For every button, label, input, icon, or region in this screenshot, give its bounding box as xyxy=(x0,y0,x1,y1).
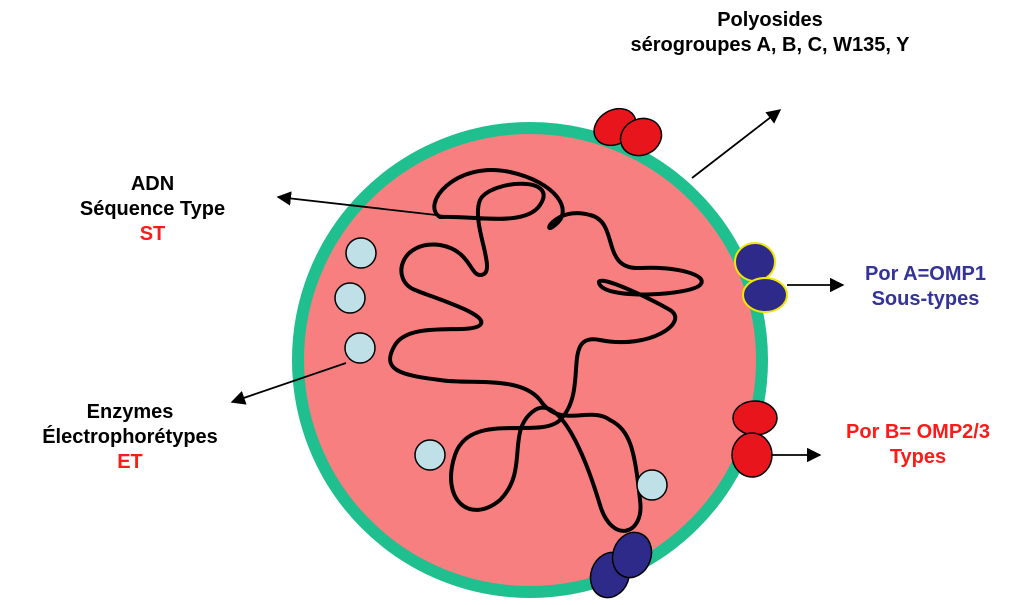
porb-types: Types xyxy=(818,445,1018,470)
polyosides-serogroups: sérogroupes A, B, C, W135, Y xyxy=(580,33,960,58)
label-polyosides: Polyosides sérogroupes A, B, C, W135, Y xyxy=(580,8,960,58)
label-pora: Por A=OMP1 Sous-types xyxy=(838,262,1013,312)
enzymes-title: Enzymes xyxy=(0,400,260,425)
adn-st: ST xyxy=(40,222,265,247)
vesicle xyxy=(637,470,667,500)
pora-subtypes: Sous-types xyxy=(838,287,1013,312)
label-porb: Por B= OMP2/3 Types xyxy=(818,420,1018,470)
adn-title: ADN xyxy=(40,172,265,197)
arrow-polyosides xyxy=(692,110,780,178)
porb-title: Por B= OMP2/3 xyxy=(818,420,1018,445)
enzymes-electrophoretypes: Électrophorétypes xyxy=(0,425,260,450)
label-adn: ADN Séquence Type ST xyxy=(40,172,265,247)
enzymes-et: ET xyxy=(0,450,260,475)
vesicle xyxy=(345,333,375,363)
vesicle xyxy=(415,440,445,470)
vesicle xyxy=(346,238,376,268)
pora-title: Por A=OMP1 xyxy=(838,262,1013,287)
adn-sequence-type: Séquence Type xyxy=(40,197,265,222)
label-enzymes: Enzymes Électrophorétypes ET xyxy=(0,400,260,475)
polyosides-title: Polyosides xyxy=(580,8,960,33)
porb-protein xyxy=(732,401,777,477)
vesicle xyxy=(335,283,365,313)
